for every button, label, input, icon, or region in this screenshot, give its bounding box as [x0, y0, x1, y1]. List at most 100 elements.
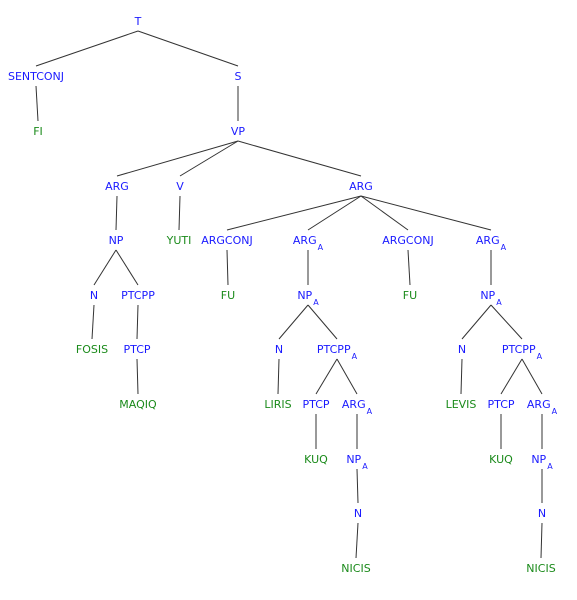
node-label: PTCPP	[502, 343, 536, 356]
tree-edge	[500, 358, 523, 395]
tree-edge	[115, 195, 118, 231]
node-label: PTCPP	[121, 289, 155, 302]
node-label: LEVIS	[446, 398, 477, 411]
node-subscript: A	[352, 352, 358, 361]
node-n: N	[275, 343, 283, 356]
node-s: S	[235, 70, 242, 83]
node-ptcpp: PTCPP	[121, 289, 155, 302]
node-label: V	[176, 180, 184, 193]
tree-edge	[407, 249, 411, 286]
tree-edge	[35, 85, 39, 122]
tree-edge	[490, 304, 523, 340]
node-label: NP	[297, 289, 312, 302]
node-label: PTCP	[487, 398, 514, 411]
word-nicis: NICIS	[341, 562, 370, 575]
node-ptcpp: PTCPPA	[502, 343, 543, 361]
node-label: N	[354, 507, 362, 520]
node-ptcp: PTCP	[487, 398, 514, 411]
node-argconj: ARGCONJ	[201, 234, 253, 247]
node-arg: ARG	[105, 180, 129, 193]
node-sentconj: SENTCONJ	[8, 70, 64, 83]
node-label: FU	[221, 289, 235, 302]
node-label: NP	[480, 289, 495, 302]
tree-edge	[307, 195, 362, 231]
node-subscript: A	[547, 462, 553, 471]
node-label: N	[275, 343, 283, 356]
node-ptcp: PTCP	[123, 343, 150, 356]
node-label: NICIS	[526, 562, 555, 575]
node-label: ARGCONJ	[382, 234, 434, 247]
node-np: NP	[109, 234, 124, 247]
node-label: PTCP	[302, 398, 329, 411]
node-subscript: A	[367, 407, 373, 416]
tree-edge	[461, 304, 492, 340]
node-v: V	[176, 180, 184, 193]
node-label: S	[235, 70, 242, 83]
tree-edge	[226, 195, 362, 231]
node-subscript: A	[552, 407, 558, 416]
node-vp: VP	[231, 125, 246, 138]
node-label: LIRIS	[264, 398, 291, 411]
tree-edge	[91, 304, 95, 340]
tree-edge	[179, 140, 239, 177]
word-levis: LEVIS	[446, 398, 477, 411]
node-label: SENTCONJ	[8, 70, 64, 83]
tree-edge	[360, 195, 492, 231]
node-label: KUQ	[304, 453, 328, 466]
tree-edge	[278, 304, 309, 340]
word-kuq: KUQ	[304, 453, 328, 466]
node-np: NPA	[346, 453, 368, 471]
node-label: ARG	[527, 398, 551, 411]
tree-edge	[136, 358, 139, 395]
tree-edge	[237, 140, 362, 177]
node-label: NP	[109, 234, 124, 247]
word-fu: FU	[221, 289, 235, 302]
node-n: N	[354, 507, 362, 520]
node-label: YUTI	[166, 234, 192, 247]
tree-edge	[178, 195, 181, 231]
tree-edge	[277, 358, 280, 395]
word-liris: LIRIS	[264, 398, 291, 411]
tree-edge	[315, 358, 338, 395]
node-label: PTCP	[123, 343, 150, 356]
node-label: FU	[403, 289, 417, 302]
node-subscript: A	[496, 298, 502, 307]
node-label: ARG	[293, 234, 317, 247]
node-label: PTCPP	[317, 343, 351, 356]
node-arg: ARGA	[476, 234, 507, 252]
tree-edge	[136, 304, 139, 340]
node-n: N	[538, 507, 546, 520]
node-label: NICIS	[341, 562, 370, 575]
node-label: ARG	[105, 180, 129, 193]
tree-edge	[115, 249, 139, 286]
tree-edge	[336, 358, 358, 395]
word-maqiq: MAQIQ	[119, 398, 157, 411]
tree-edge	[460, 358, 463, 395]
node-label: VP	[231, 125, 246, 138]
node-subscript: A	[313, 298, 319, 307]
node-arg: ARG	[349, 180, 373, 193]
word-kuq: KUQ	[489, 453, 513, 466]
node-arg: ARGA	[293, 234, 324, 252]
tree-edges	[35, 30, 543, 559]
node-label: FOSIS	[76, 343, 108, 356]
tree-edge	[360, 195, 409, 231]
node-label: FI	[33, 125, 43, 138]
word-fu: FU	[403, 289, 417, 302]
tree-edge	[521, 358, 543, 395]
node-t: T	[134, 15, 142, 28]
node-ptcpp: PTCPPA	[317, 343, 358, 361]
node-arg: ARGA	[342, 398, 373, 416]
node-label: MAQIQ	[119, 398, 157, 411]
node-subscript: A	[537, 352, 543, 361]
node-label: T	[134, 15, 142, 28]
tree-edge	[226, 249, 229, 286]
word-fi: FI	[33, 125, 43, 138]
node-n: N	[458, 343, 466, 356]
node-subscript: A	[362, 462, 368, 471]
node-ptcp: PTCP	[302, 398, 329, 411]
tree-edge	[116, 140, 239, 177]
node-np: NPA	[480, 289, 502, 307]
node-subscript: A	[501, 243, 507, 252]
